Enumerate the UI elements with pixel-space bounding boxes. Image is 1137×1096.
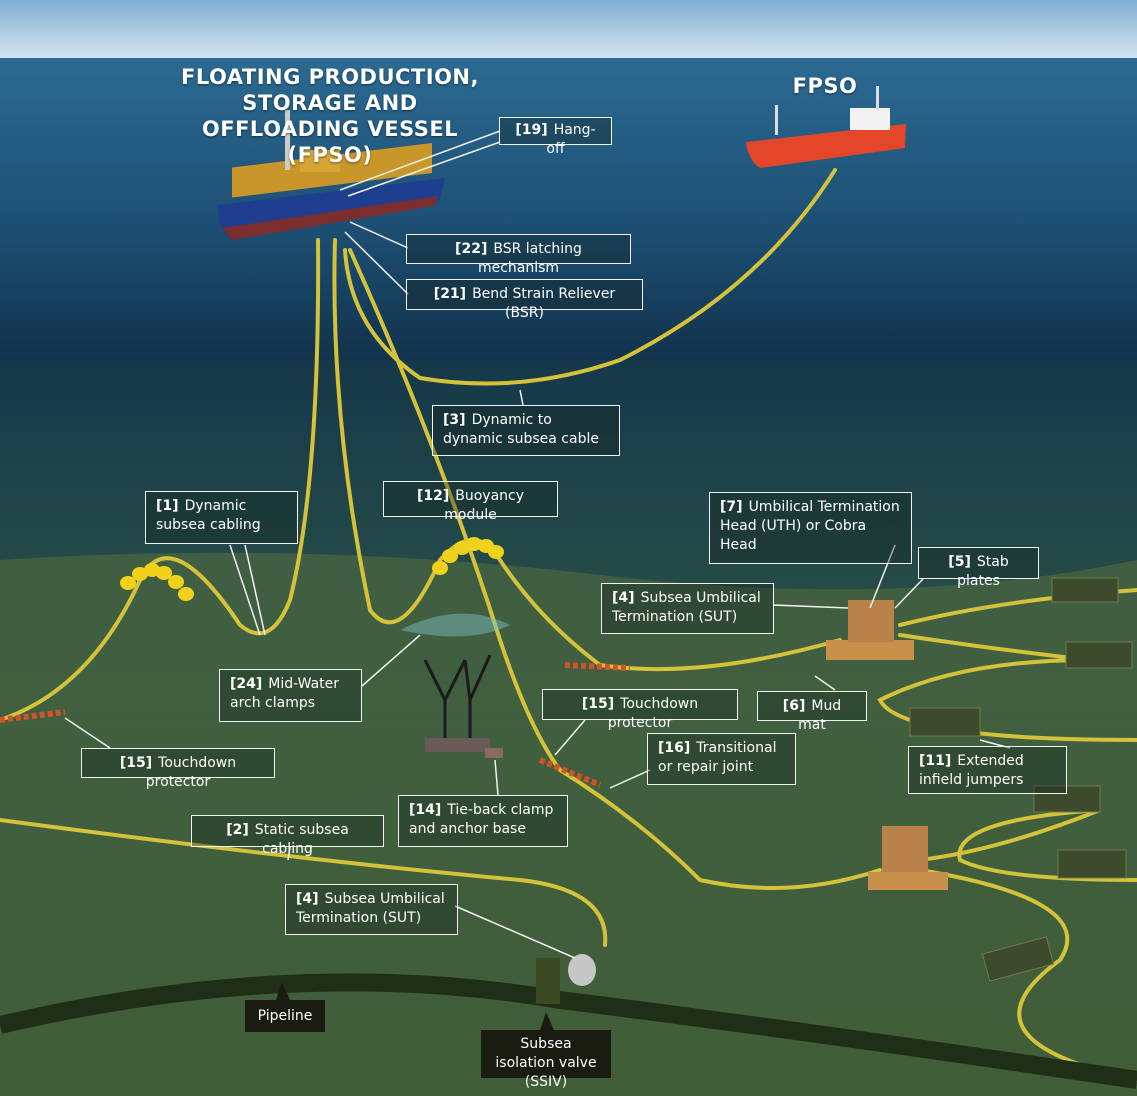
- seabed: [0, 552, 1137, 1096]
- callout-touchdown-protector-left: [15]Touchdown protector: [81, 748, 275, 790]
- callout-buoyancy-module: [12]Buoyancy module: [383, 481, 558, 523]
- label-pipeline: Pipeline: [245, 1000, 325, 1032]
- callout-mid-water-arch: [24]Mid-Water arch clamps: [219, 669, 362, 722]
- fpso-secondary-heading: FPSO: [792, 74, 858, 98]
- leader-lines: [64, 130, 1011, 959]
- callout-touchdown-protector-middle: [15]Touchdown protector: [542, 689, 738, 731]
- callout-extended-infield-jumpers: [11]Extended infield jumpers: [908, 746, 1067, 794]
- callout-tie-back-clamp: [14]Tie-back clamp and anchor base: [398, 795, 568, 847]
- label-ssiv: Subsea isolation valve (SSIV): [481, 1030, 611, 1090]
- fpso-vessel: [218, 110, 445, 240]
- callout-bend-strain-reliever: [21]Bend Strain Reliever (BSR): [406, 279, 643, 321]
- callout-sut-upper: [4]Subsea Umbilical Termination (SUT): [601, 583, 774, 634]
- callout-hang-off: [19]Hang-off: [499, 117, 612, 157]
- jumper-cages: [909, 577, 1133, 982]
- pipeline-shape: [0, 973, 1137, 1089]
- fpso-tanker: [746, 86, 906, 168]
- ssiv-shape: [536, 954, 596, 1004]
- touchdown-protectors: [0, 662, 631, 788]
- dark-pointers: [276, 982, 554, 1030]
- sut-structure-lower: [868, 826, 948, 890]
- sut-structure-upper: [826, 600, 914, 660]
- callout-transitional-joint: [16]Transitional or repair joint: [647, 733, 796, 785]
- sea-surface: [0, 58, 1137, 363]
- callout-bsr-latching: [22]BSR latching mechanism: [406, 234, 631, 276]
- callout-static-subsea-cabling: [2]Static subsea cabling: [191, 815, 384, 857]
- callout-dynamic-to-dynamic: [3]Dynamic to dynamic subsea cable: [432, 405, 620, 456]
- callout-dynamic-subsea-cabling: [1]Dynamic subsea cabling: [145, 491, 298, 544]
- buoyancy-modules: [120, 537, 504, 601]
- callout-mud-mat: [6]Mud mat: [757, 691, 867, 733]
- callout-sut-lower: [4]Subsea Umbilical Termination (SUT): [285, 884, 458, 935]
- callout-stab-plates: [5]Stab plates: [918, 547, 1039, 589]
- mid-water-arch: [400, 613, 510, 758]
- sky: [0, 0, 1137, 60]
- callout-uth-cobra-head: [7]Umbilical Termination Head (UTH) or C…: [709, 492, 912, 564]
- fpso-main-heading: FLOATING PRODUCTION, STORAGE AND OFFLOAD…: [180, 65, 479, 167]
